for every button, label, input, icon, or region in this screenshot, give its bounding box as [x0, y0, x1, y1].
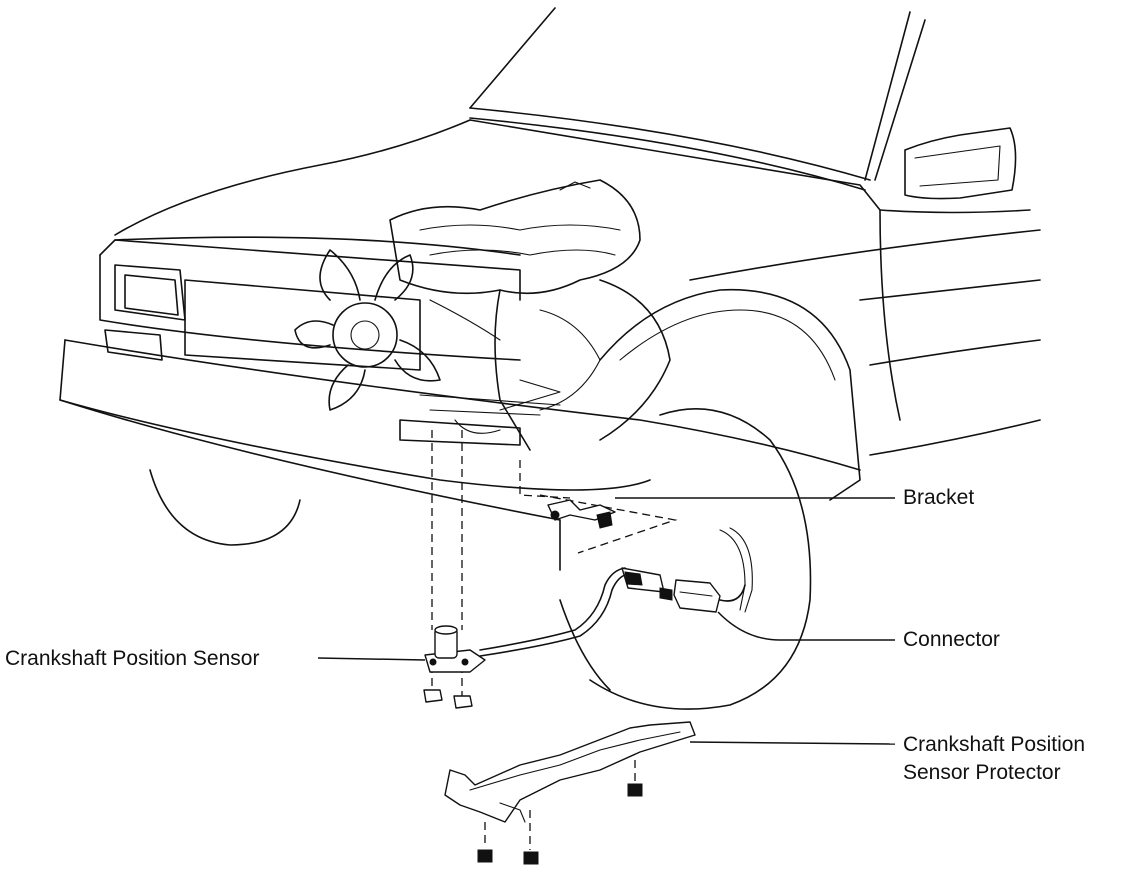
engine-assembly — [294, 179, 671, 451]
sensor-protector-part — [444, 721, 696, 865]
connector-part — [621, 567, 746, 613]
crankshaft-sensor-part — [423, 430, 629, 709]
vehicle-body — [59, 7, 1041, 571]
connector-leader-line — [717, 611, 895, 641]
sensor-label: Crankshaft Position Sensor — [5, 647, 260, 670]
protector-label-line2: Sensor Protector — [903, 761, 1061, 784]
protector-label-line1: Crankshaft Position — [903, 733, 1086, 756]
front-wheel — [559, 408, 812, 710]
bracket-label: Bracket — [903, 486, 975, 509]
connector-label: Connector — [903, 628, 1000, 651]
sensor-leader-line — [317, 657, 426, 661]
bracket-part — [519, 460, 678, 554]
protector-leader-line — [689, 741, 896, 745]
